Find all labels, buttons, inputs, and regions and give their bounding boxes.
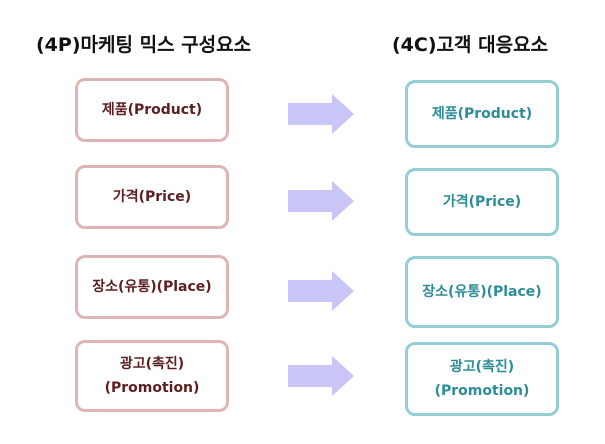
right-box-promotion-label-line2: (Promotion) (434, 383, 530, 399)
left-box-place-label: 장소(유통)(Place) (92, 279, 212, 295)
right-box-place: 장소(유통)(Place) (405, 256, 559, 328)
left-box-promotion-label-line2: (Promotion) (104, 380, 200, 396)
right-box-price-label: 가격(Price) (442, 194, 522, 210)
right-box-place-label: 장소(유통)(Place) (422, 284, 542, 300)
right-arrow-icon (288, 94, 354, 134)
right-box-promotion-label-line1: 광고(촉진) (449, 359, 515, 375)
left-box-promotion: 광고(촉진) (Promotion) (75, 340, 229, 412)
left-box-promotion-label-line1: 광고(촉진) (119, 356, 185, 372)
right-box-promotion: 광고(촉진) (Promotion) (405, 342, 559, 416)
left-box-place: 장소(유통)(Place) (75, 255, 229, 319)
right-box-price: 가격(Price) (405, 168, 559, 236)
right-arrow-icon (288, 181, 354, 221)
left-box-product-label: 제품(Product) (101, 102, 203, 118)
right-box-product-label: 제품(Product) (431, 106, 533, 122)
right-column-title: (4C)고객 대응요소 (392, 34, 549, 56)
right-arrow-icon (288, 356, 354, 396)
left-box-price-label: 가격(Price) (112, 189, 192, 205)
left-box-price: 가격(Price) (75, 165, 229, 229)
left-box-product: 제품(Product) (75, 78, 229, 142)
right-arrow-icon (288, 271, 354, 311)
right-box-product: 제품(Product) (405, 80, 559, 148)
left-column-title: (4P)마케팅 믹스 구성요소 (36, 34, 252, 56)
